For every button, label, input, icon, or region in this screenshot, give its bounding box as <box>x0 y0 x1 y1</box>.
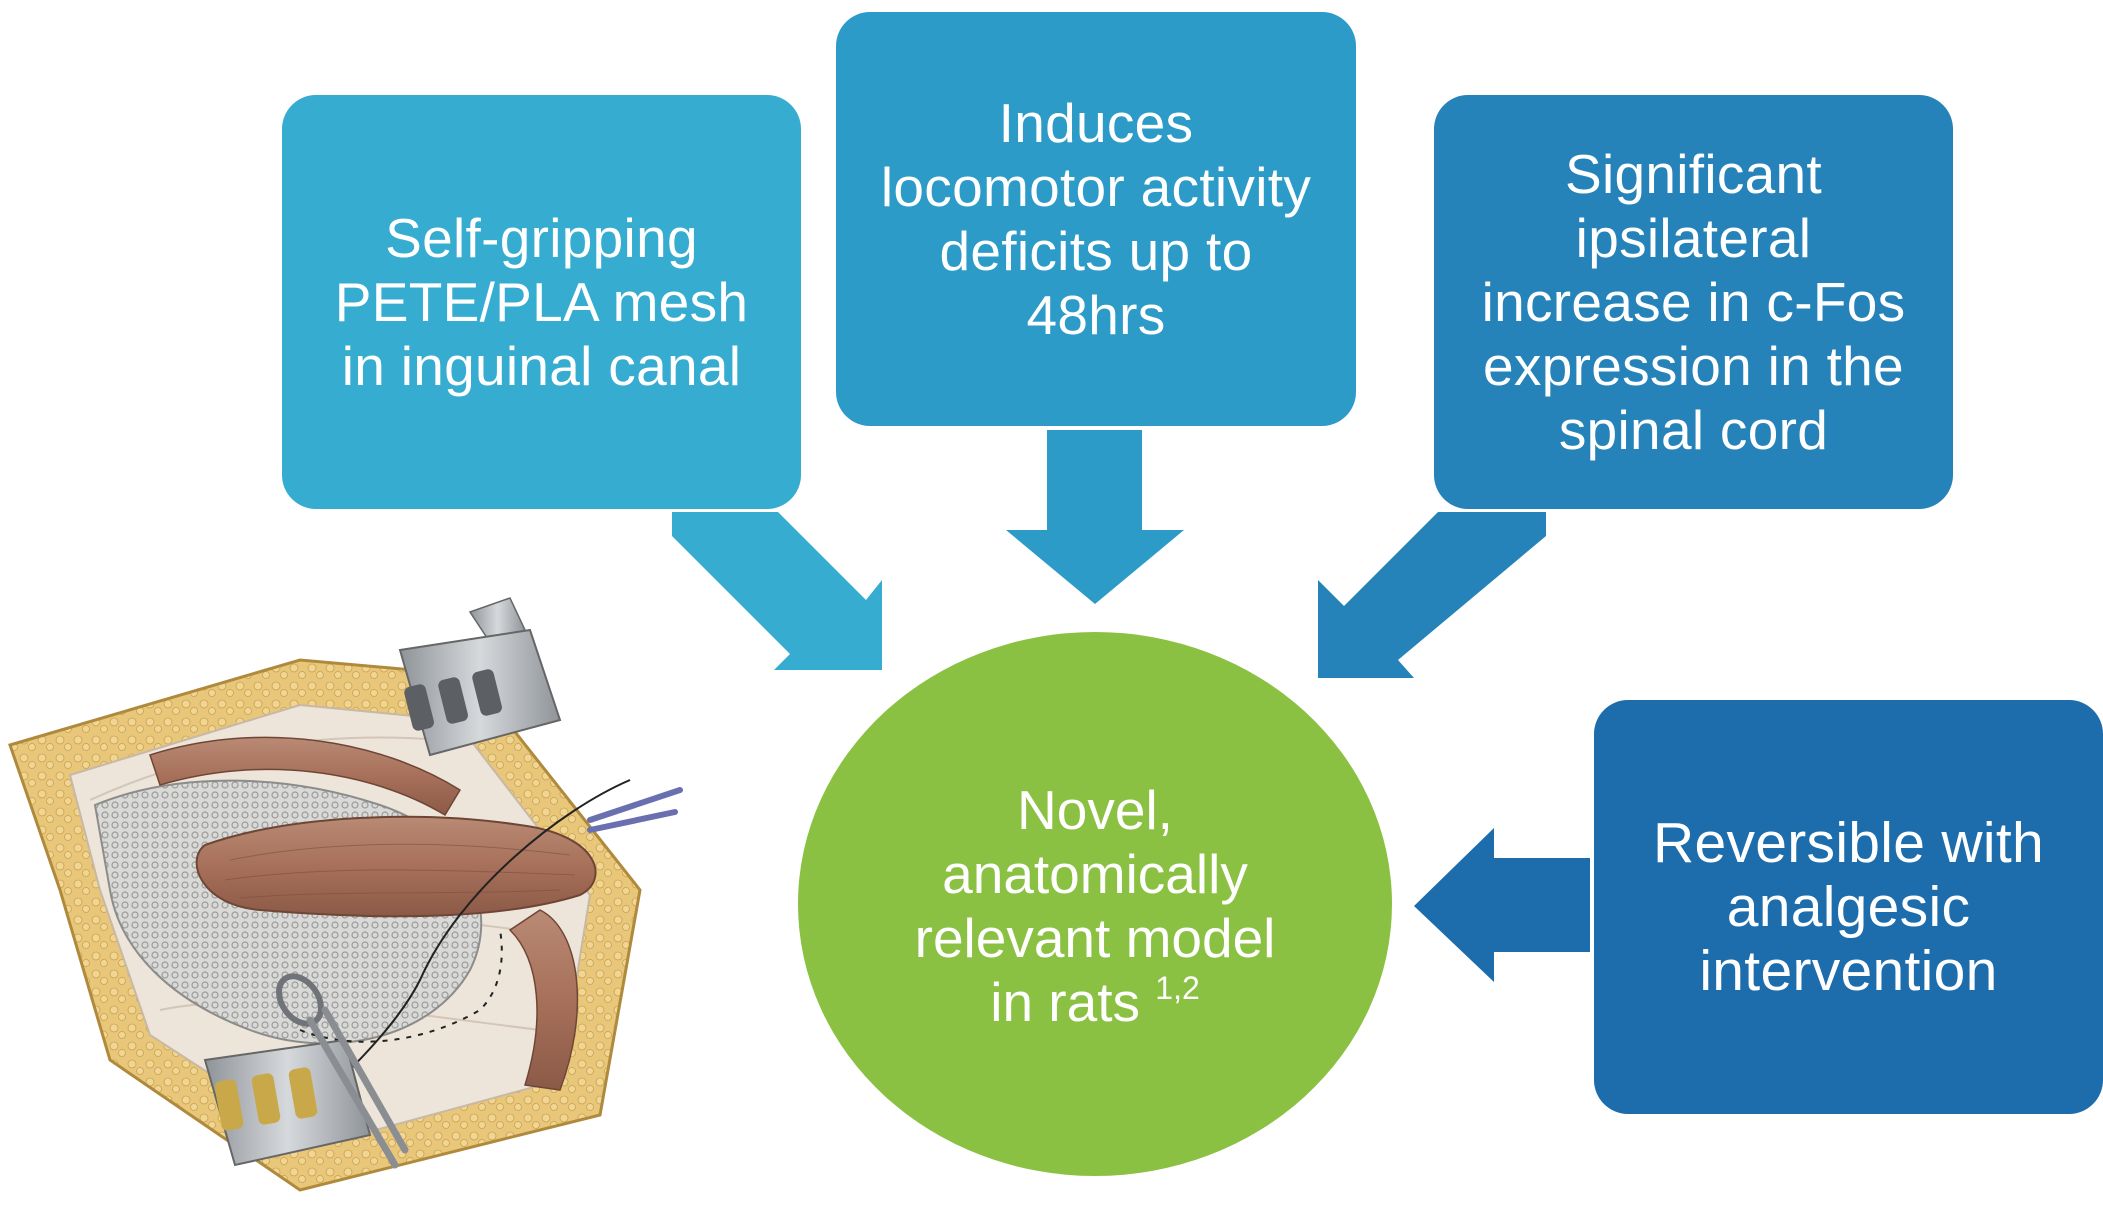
suture-thread <box>329 779 631 1091</box>
spermatic-cord <box>195 815 597 918</box>
center-line-last: in rats 1,2 <box>915 970 1276 1034</box>
arrow-cfos-to-center <box>1318 512 1546 678</box>
arrow-loco-to-center <box>1006 430 1184 604</box>
box-cfos-line: Significant <box>1564 143 1823 205</box>
box-cfos-text: Significant ipsilateral increase in c-Fo… <box>1482 142 1906 462</box>
center-superscript: 1,2 <box>1155 970 1200 1006</box>
box-reversible-text: Reversible with analgesic intervention <box>1653 811 2044 1003</box>
needle-holder-top <box>587 787 683 833</box>
box-mesh-text: Self-gripping PETE/PLA mesh in inguinal … <box>335 206 749 398</box>
arrow-mesh-to-center <box>672 512 882 670</box>
box-cfos-line: increase in c-Fos <box>1481 271 1906 333</box>
box-reversible-line: analgesic <box>1726 875 1971 939</box>
box-mesh-line: in inguinal canal <box>341 335 742 397</box>
suture-line <box>299 929 503 1043</box>
center-text: Novel, anatomically relevant model in ra… <box>915 778 1276 1034</box>
arrow-revers-to-center <box>1414 828 1590 982</box>
center-line: in rats <box>990 971 1140 1033</box>
center-line: relevant model <box>914 907 1276 969</box>
arrow-revers-shape <box>1414 828 1590 982</box>
arrow-cfos-shape <box>1318 512 1546 678</box>
box-mesh-line: Self-gripping <box>385 207 698 269</box>
retractor-top <box>398 597 562 757</box>
arrow-mesh-shape <box>672 512 882 670</box>
center-line: Novel, <box>1017 779 1173 841</box>
upper-muscle <box>149 736 462 817</box>
arrow-loco-shape <box>1006 430 1184 604</box>
retractor-bottom <box>203 1038 372 1167</box>
box-cfos-line: spinal cord <box>1558 399 1829 461</box>
box-cfos-line: ipsilateral <box>1575 207 1812 269</box>
box-locomotor-text: Induces locomotor activity deficits up t… <box>881 91 1311 347</box>
box-reversible: Reversible with analgesic intervention <box>1594 700 2103 1114</box>
center-line: anatomically <box>942 843 1248 905</box>
box-mesh-line: PETE/PLA mesh <box>334 271 749 333</box>
box-cfos-line: expression in the <box>1483 335 1904 397</box>
surgical-illustration <box>8 597 683 1192</box>
box-locomotor-line: 48hrs <box>1026 284 1166 346</box>
box-mesh: Self-gripping PETE/PLA mesh in inguinal … <box>282 95 801 509</box>
center-circle: Novel, anatomically relevant model in ra… <box>798 632 1392 1176</box>
box-locomotor: Induces locomotor activity deficits up t… <box>836 12 1356 426</box>
box-reversible-line: intervention <box>1699 939 1998 1003</box>
surgical-scissors <box>276 973 409 1169</box>
box-locomotor-line: Induces <box>998 92 1194 154</box>
box-reversible-line: Reversible with <box>1653 811 2044 875</box>
box-locomotor-line: locomotor activity <box>880 156 1312 218</box>
lower-muscle <box>508 909 579 1091</box>
box-locomotor-line: deficits up to <box>939 220 1253 282</box>
box-cfos: Significant ipsilateral increase in c-Fo… <box>1434 95 1953 509</box>
